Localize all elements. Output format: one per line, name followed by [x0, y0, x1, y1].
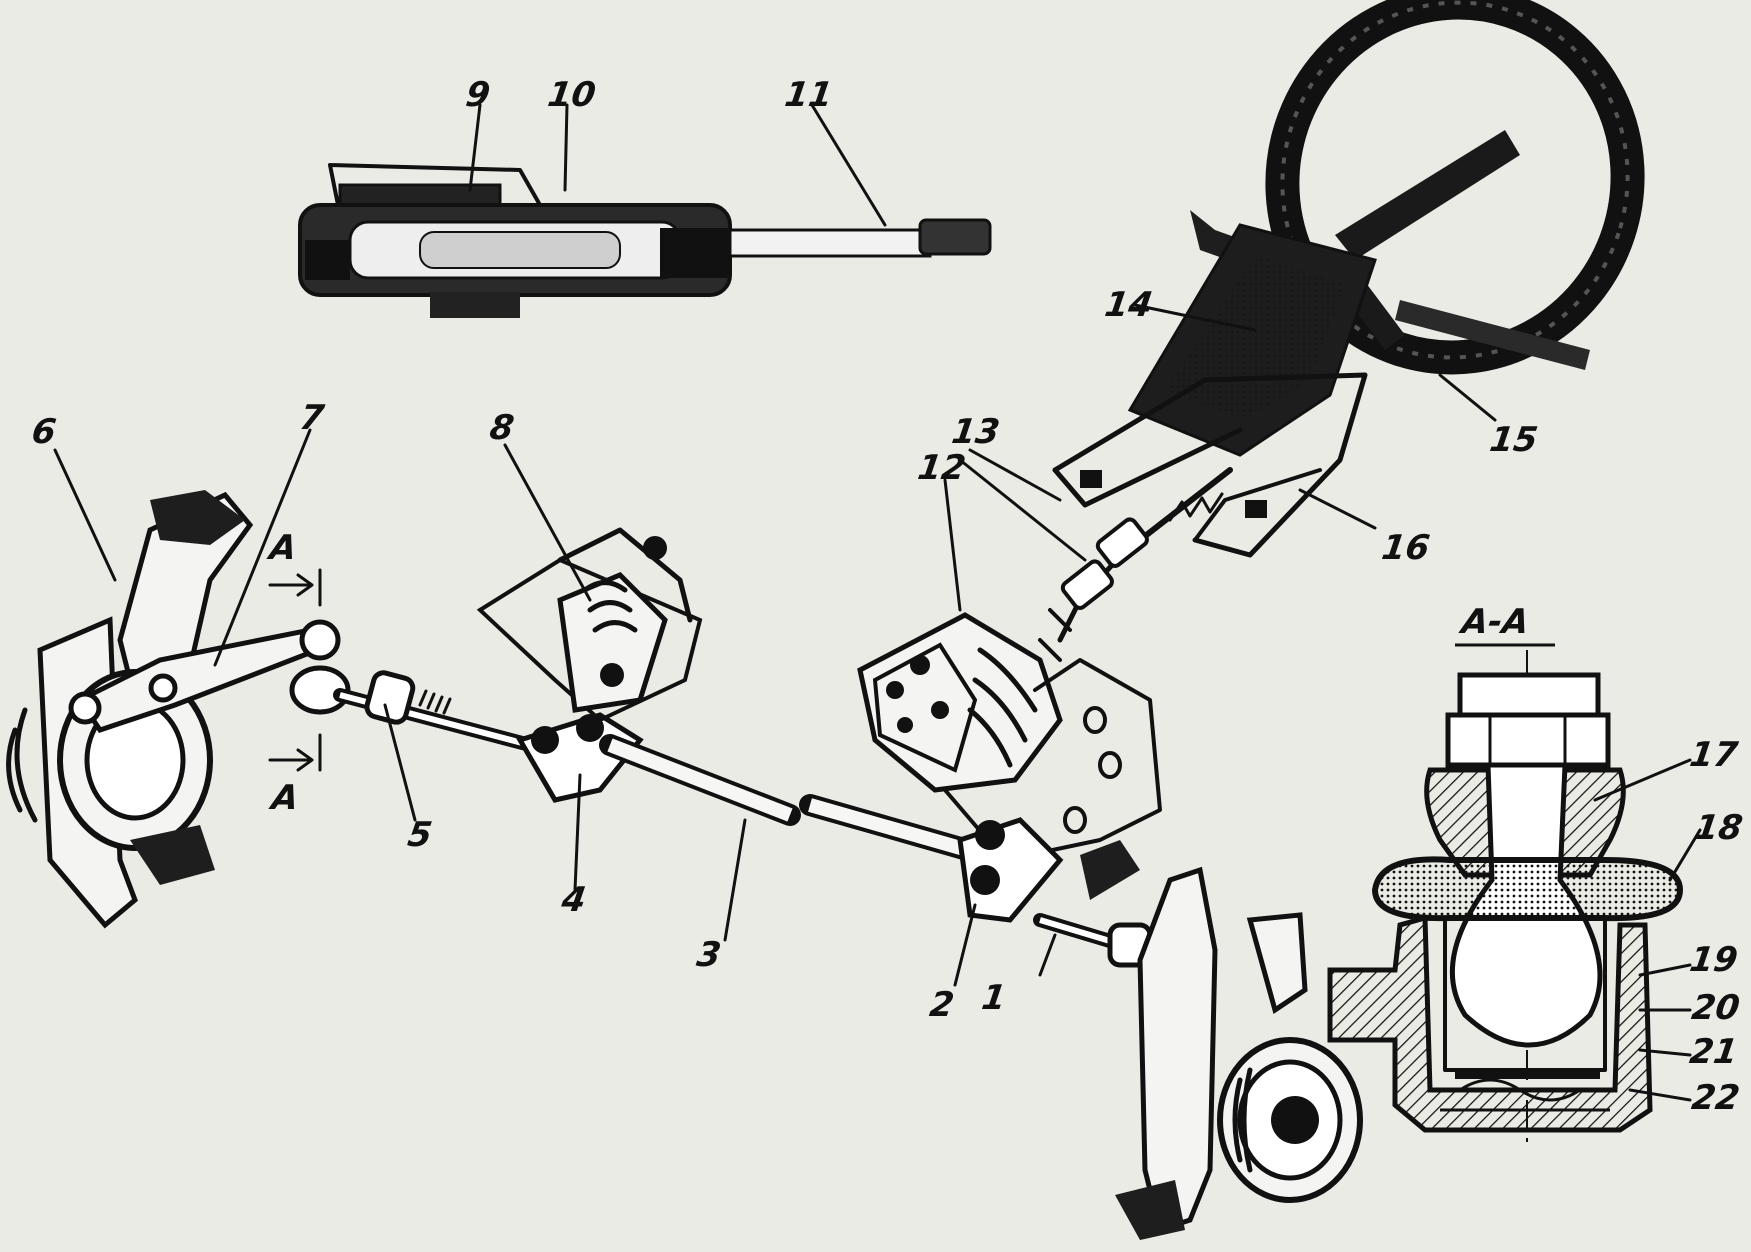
part-label-13: 13	[949, 412, 1003, 452]
steering-wheel-assembly	[1052, 0, 1645, 558]
part-label-19: 19	[1687, 940, 1741, 980]
section-mark-top: А	[267, 528, 300, 568]
part-label-16: 16	[1379, 528, 1433, 568]
section-title: А-А	[1459, 602, 1532, 642]
part-label-12: 12	[915, 448, 969, 488]
part-label-11: 11	[782, 75, 836, 115]
part-label-21: 21	[1687, 1032, 1741, 1072]
part-label-17: 17	[1687, 735, 1741, 775]
steering-column-assembly	[298, 163, 992, 318]
part-label-20: 20	[1689, 988, 1743, 1028]
section-mark-bottom: А	[269, 778, 302, 818]
part-label-22: 22	[1689, 1078, 1743, 1118]
intermediate-shaft-assembly	[857, 517, 1162, 862]
part-label-14: 14	[1102, 285, 1156, 325]
part-label-15: 15	[1487, 420, 1541, 460]
leader-lines	[53, 103, 1702, 1102]
right-steering-knuckle	[1080, 840, 1363, 1240]
left-steering-knuckle	[6, 490, 341, 929]
part-label-18: 18	[1692, 808, 1746, 848]
part-label-10: 10	[545, 75, 599, 115]
ball-joint-section	[1327, 643, 1684, 1145]
